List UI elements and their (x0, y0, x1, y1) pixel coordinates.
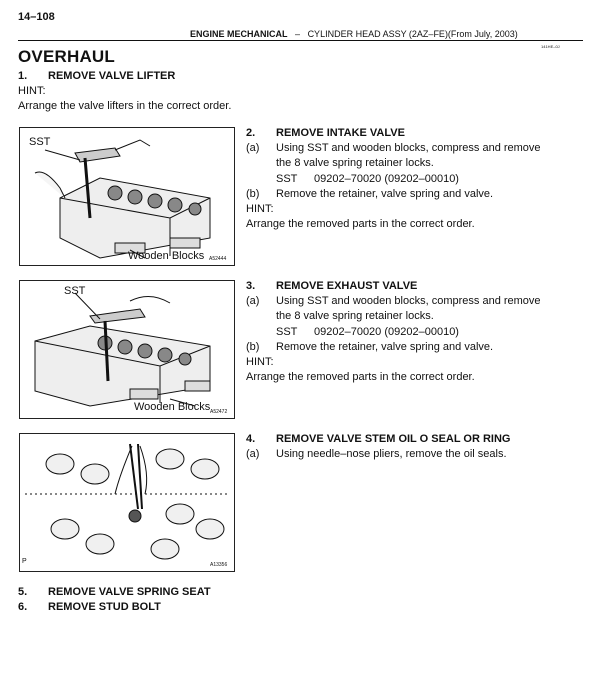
step-4-heading: 4. REMOVE VALVE STEM OIL O SEAL OR RING (246, 433, 511, 445)
header-subject: CYLINDER HEAD ASSY (2AZ–FE)(From July, 2… (307, 29, 518, 39)
step-6-heading: 6. REMOVE STUD BOLT (18, 601, 161, 613)
step-2-heading: 2. REMOVE INTAKE VALVE (246, 127, 405, 139)
step-2-sst-label: SST (276, 173, 298, 185)
step-2-hint-text: Arrange the removed parts in the correct… (246, 218, 475, 230)
step-2-sst-value: 09202–70020 (09202–00010) (314, 173, 459, 185)
page-title: OVERHAUL (18, 47, 115, 66)
step-3-title: REMOVE EXHAUST VALVE (276, 280, 418, 292)
figure-3-corner-label: P (22, 558, 27, 565)
figure-intake-valve: SST Wooden Blocks A52444 (19, 127, 235, 266)
figure-2-blocks-label: Wooden Blocks (134, 401, 211, 413)
step-3-sst-label: SST (276, 326, 298, 338)
running-header: ENGINE MECHANICAL – CYLINDER HEAD ASSY (… (190, 29, 518, 39)
figure-oil-seal: P A13356 (19, 433, 235, 572)
step-3-b-text: Remove the retainer, valve spring and va… (276, 341, 494, 353)
step-2-a-line1: Using SST and wooden blocks, compress an… (276, 142, 541, 154)
step-4-a-mark: (a) (246, 448, 260, 460)
step-1-text: Arrange the valve lifters in the correct… (18, 100, 232, 112)
engine-illustration (25, 443, 230, 560)
step-2-number: 2. (246, 127, 256, 139)
step-2-hint: HINT: (246, 203, 274, 215)
step-3-a: (a) Using SST and wooden blocks, compress… (246, 294, 541, 309)
step-4-a: (a) Using needle–nose pliers, remove the … (246, 447, 507, 462)
step-3-sst-value: 09202–70020 (09202–00010) (314, 326, 459, 338)
page-number: 14–108 (18, 11, 55, 23)
step-6-number: 6. (18, 601, 28, 613)
step-3-heading: 3. REMOVE EXHAUST VALVE (246, 280, 417, 292)
step-2-b: (b) Remove the retainer, valve spring and… (246, 187, 493, 202)
step-4-title: REMOVE VALVE STEM OIL O SEAL OR RING (276, 433, 511, 445)
step-2-b-mark: (b) (246, 188, 260, 200)
engine-illustration (34, 139, 211, 259)
figure-exhaust-valve: SST Wooden Blocks A52472 (19, 280, 235, 419)
step-5-title: REMOVE VALVE SPRING SEAT (48, 586, 211, 598)
step-3-number: 3. (246, 280, 256, 292)
figure-2-sst-label: SST (64, 285, 86, 297)
header-rule (18, 40, 583, 41)
step-3-a-mark: (a) (246, 295, 260, 307)
step-6-title: REMOVE STUD BOLT (48, 601, 161, 613)
step-2-a-mark: (a) (246, 142, 260, 154)
step-3-hint: HINT: (246, 356, 274, 368)
step-3-sst: SST 09202–70020 (09202–00010) (276, 325, 459, 340)
figure-1-sst-label: SST (29, 136, 51, 148)
header-section: ENGINE MECHANICAL (190, 29, 288, 39)
step-1-heading: 1. REMOVE VALVE LIFTER (18, 70, 175, 82)
step-1-hint: HINT: (18, 85, 46, 97)
step-2-a: (a) Using SST and wooden blocks, compress… (246, 141, 541, 156)
step-3-hint-text: Arrange the removed parts in the correct… (246, 371, 475, 383)
step-2-sst: SST 09202–70020 (09202–00010) (276, 172, 459, 187)
step-5-number: 5. (18, 586, 28, 598)
step-2-title: REMOVE INTAKE VALVE (276, 127, 405, 139)
header-dash: – (295, 29, 301, 39)
step-3-b: (b) Remove the retainer, valve spring and… (246, 340, 493, 355)
step-1-title: REMOVE VALVE LIFTER (48, 70, 176, 82)
page-code: 141HE–0J (541, 44, 560, 49)
figure-3-id: A13356 (210, 562, 228, 568)
step-5-heading: 5. REMOVE VALVE SPRING SEAT (18, 586, 211, 598)
engine-illustration (34, 292, 211, 407)
figure-1-blocks-label: Wooden Blocks (128, 250, 205, 262)
figure-1-id: A52444 (209, 256, 227, 262)
step-3-a-line2: the 8 valve spring retainer locks. (276, 310, 434, 322)
step-2-a-line2: the 8 valve spring retainer locks. (276, 157, 434, 169)
step-4-a-text: Using needle–nose pliers, remove the oil… (276, 448, 507, 460)
step-1-number: 1. (18, 70, 28, 82)
figure-2-id: A52472 (210, 409, 228, 415)
step-3-a-line1: Using SST and wooden blocks, compress an… (276, 295, 541, 307)
step-2-b-text: Remove the retainer, valve spring and va… (276, 188, 494, 200)
step-4-number: 4. (246, 433, 256, 445)
step-3-b-mark: (b) (246, 341, 260, 353)
